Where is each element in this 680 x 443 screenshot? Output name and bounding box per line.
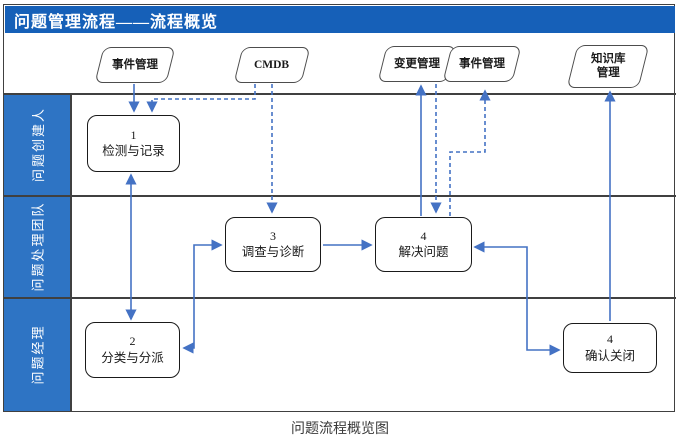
lane-problem-handling-team: 问题处理团队 xyxy=(4,195,70,297)
shape-label: 变更管理 xyxy=(394,57,440,70)
step-number: 3 xyxy=(270,228,276,243)
shape-label: 知识库 管理 xyxy=(590,53,626,80)
diagram-frame xyxy=(3,4,675,412)
step-label: 调查与诊断 xyxy=(241,245,305,260)
external-system-incident-mgmt-left: 事件管理 xyxy=(94,47,176,83)
lane-divider-2 xyxy=(4,297,676,299)
shape-label: CMDB xyxy=(254,58,290,71)
page-title: 问题管理流程——流程概览 xyxy=(14,13,219,31)
lane-label: 问题处理团队 xyxy=(30,200,46,292)
step-label: 分类与分派 xyxy=(101,350,164,365)
lane-label-column-border xyxy=(70,93,72,412)
step-detect-and-record: 1 检测与记录 xyxy=(87,115,180,172)
diagram-caption: 问题流程概览图 xyxy=(291,422,389,437)
step-number: 2 xyxy=(129,334,136,349)
step-number: 4 xyxy=(607,332,613,347)
lane-problem-creator: 问题创建人 xyxy=(4,93,70,195)
shape-label: 事件管理 xyxy=(112,58,158,71)
lane-divider-top xyxy=(4,93,676,95)
step-label: 确认关闭 xyxy=(584,348,635,363)
external-system-knowledge-base: 知识库 管理 xyxy=(566,45,650,88)
lane-label: 问题创建人 xyxy=(30,106,46,182)
step-number: 4 xyxy=(420,228,427,243)
lane-label: 问题经理 xyxy=(30,323,46,385)
step-classify-and-assign: 2 分类与分派 xyxy=(85,322,180,378)
lane-divider-1 xyxy=(4,195,676,197)
step-label: 检测与记录 xyxy=(102,144,165,159)
step-resolve-problem: 4 解决问题 xyxy=(375,217,472,272)
external-system-incident-mgmt-right: 事件管理 xyxy=(442,46,522,82)
step-confirm-close: 4 确认关闭 xyxy=(563,323,657,373)
step-label: 解决问题 xyxy=(398,245,449,260)
title-bar: 问题管理流程——流程概览 xyxy=(5,6,675,33)
shape-label: 事件管理 xyxy=(459,57,505,70)
step-investigate-and-diagnose: 3 调查与诊断 xyxy=(225,217,321,272)
external-system-cmdb: CMDB xyxy=(233,47,311,83)
lane-problem-manager: 问题经理 xyxy=(4,297,70,411)
step-number: 1 xyxy=(130,127,137,142)
